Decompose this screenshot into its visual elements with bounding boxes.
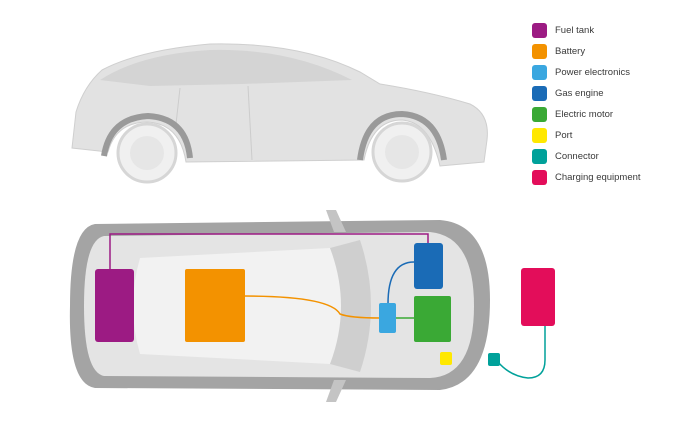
car-side-wheel-arch: [101, 112, 193, 159]
legend-label: Electric motor: [555, 109, 614, 120]
car-side-hub: [130, 136, 164, 170]
connector-swatch: [532, 149, 547, 164]
battery-cable: [243, 295, 381, 319]
charging-cable: [497, 325, 546, 379]
legend-label: Charging equipment: [555, 172, 641, 183]
car-top-mirror: [326, 210, 346, 232]
legend-item-electric-motor: Electric motor: [532, 104, 692, 125]
battery-swatch: [532, 44, 547, 59]
engine-cable: [387, 261, 415, 305]
connector-component: [488, 353, 500, 366]
car-top-view: [69, 210, 555, 402]
car-side-door-line: [247, 85, 253, 161]
power-electronics-swatch: [532, 65, 547, 80]
fuel-tank-component: [95, 269, 134, 342]
gas-engine-component: [414, 243, 443, 289]
charging-equipment-component: [521, 268, 555, 326]
legend-label: Gas engine: [555, 88, 604, 99]
port-component: [440, 352, 452, 365]
power-electronics-component: [379, 303, 396, 333]
fuel-line: [109, 233, 429, 270]
legend-item-connector: Connector: [532, 146, 692, 167]
car-top-windshield: [330, 240, 371, 372]
charging-equipment-swatch: [532, 170, 547, 185]
electric-motor-swatch: [532, 107, 547, 122]
car-side-view: [71, 43, 488, 184]
legend-item-gas-engine: Gas engine: [532, 83, 692, 104]
legend-item-power-electronics: Power electronics: [532, 62, 692, 83]
electric-motor-component: [414, 296, 451, 342]
car-side-hub: [385, 135, 419, 169]
legend-item-fuel-tank: Fuel tank: [532, 20, 692, 41]
legend-item-port: Port: [532, 125, 692, 146]
legend-label: Fuel tank: [555, 25, 595, 36]
legend-item-battery: Battery: [532, 41, 692, 62]
car-top-mirror: [326, 380, 346, 402]
car-side-windows: [100, 49, 352, 86]
battery-component: [185, 269, 245, 342]
car-side-door-line: [175, 87, 181, 125]
legend-label: Connector: [555, 151, 599, 162]
legend-label: Power electronics: [555, 67, 630, 78]
gas-engine-swatch: [532, 86, 547, 101]
fuel-tank-swatch: [532, 23, 547, 38]
legend-item-charging-equipment: Charging equipment: [532, 167, 692, 188]
legend-label: Port: [555, 130, 573, 141]
legend: Fuel tank Battery Power electronics Gas …: [532, 20, 692, 188]
legend-label: Battery: [555, 46, 586, 57]
car-side-wheel-arch: [357, 110, 447, 161]
port-swatch: [532, 128, 547, 143]
